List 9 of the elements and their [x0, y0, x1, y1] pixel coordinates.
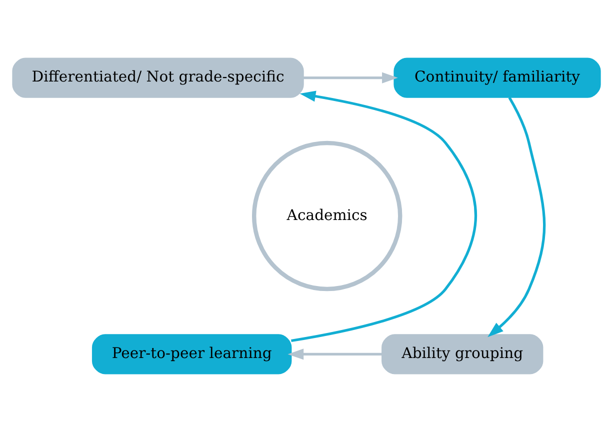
node-box: Ability grouping: [382, 334, 544, 374]
node-box: Continuity/ familiarity: [394, 58, 601, 98]
arrow: [288, 348, 382, 360]
arrow: [291, 90, 478, 342]
node-circle: Academics: [252, 140, 402, 292]
arrow: [488, 96, 546, 338]
node-box: Differentiated/ Not grade-specific: [12, 58, 304, 98]
node-box: Peer-to-peer learning: [92, 334, 292, 374]
arrow: [303, 72, 398, 84]
